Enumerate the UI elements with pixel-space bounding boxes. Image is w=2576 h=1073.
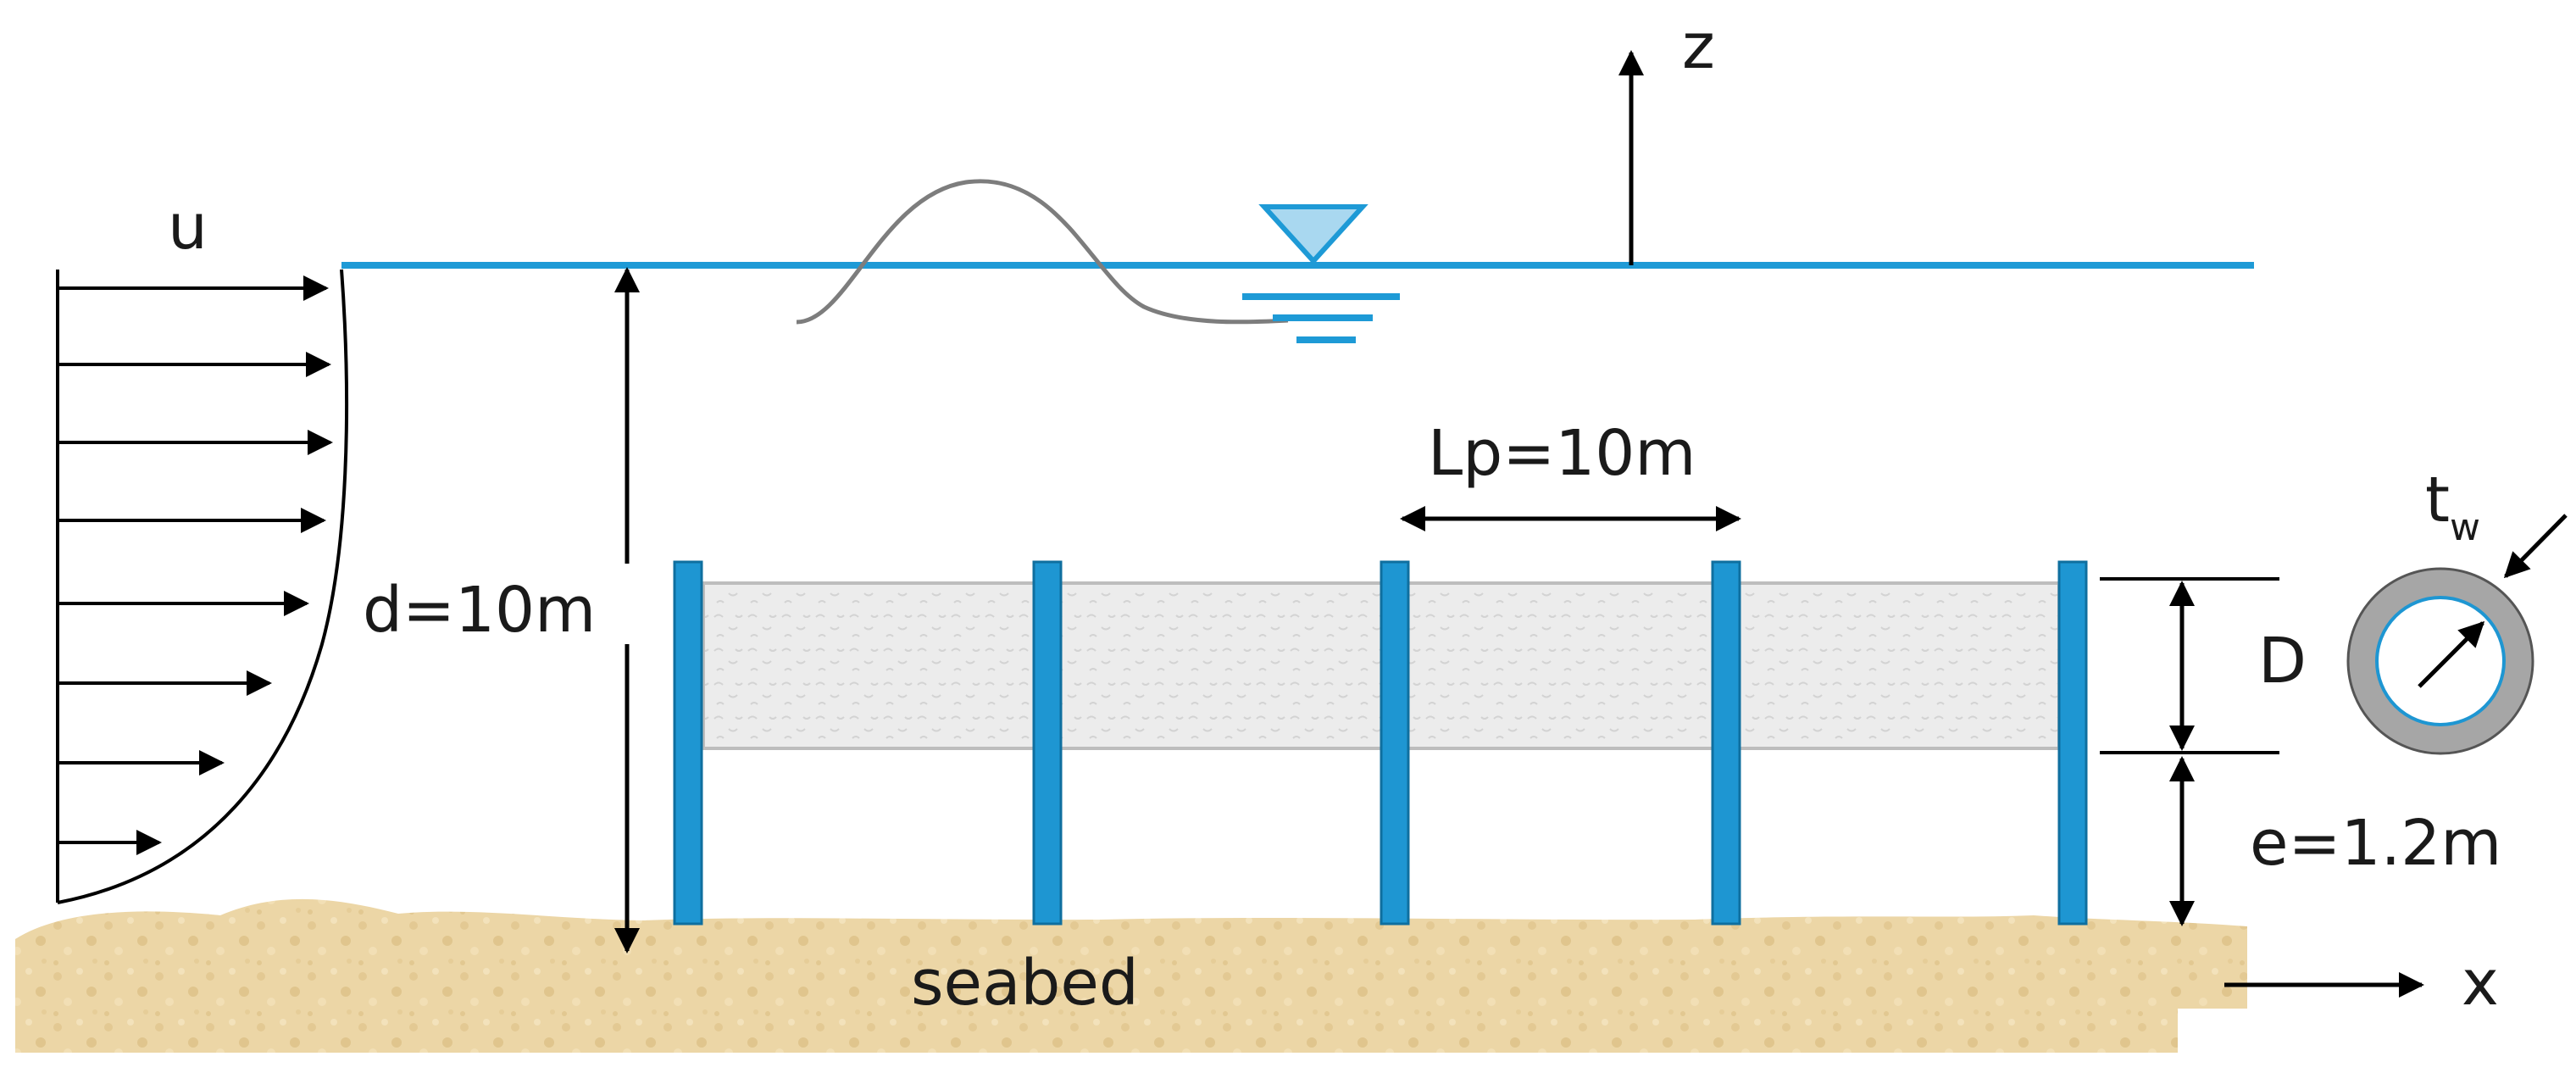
water-surface (341, 179, 2254, 343)
support-pile (1711, 560, 1741, 926)
depth-label-background (354, 564, 642, 644)
pipe-wall-outline-inner (2375, 596, 2506, 726)
wall-thickness-label: tw (2425, 464, 2480, 549)
wall-thickness-arrow (2503, 514, 2568, 579)
velocity-profile: u (56, 191, 349, 904)
seabed-label: seabed (911, 947, 1139, 1020)
gap-label: e=1.2m (2250, 807, 2501, 880)
profile-curve (57, 269, 349, 904)
profile-arrows (58, 275, 333, 855)
water-depth-dimension: d=10m (354, 267, 642, 953)
support-pile (673, 560, 703, 926)
diameter-label: D (2258, 625, 2307, 698)
x-axis-label: x (2462, 947, 2499, 1020)
wave-sine-curve (796, 179, 1289, 325)
seabed-sand (15, 898, 2247, 1053)
pile-spacing-dimension: Lp=10m (1400, 417, 1741, 531)
support-pile (2057, 560, 2088, 926)
diameter-and-gap-dimensions: D e=1.2m (2100, 577, 2501, 926)
support-piles (673, 560, 2088, 926)
pipe-cross-section: tw (2346, 464, 2568, 755)
depth-label: d=10m (363, 574, 596, 647)
radius-arrow (2418, 620, 2485, 688)
coordinate-axes: z x (1618, 10, 2499, 1020)
pipe-wall-outline-outer (2346, 567, 2534, 755)
z-axis-label: z (1682, 10, 1715, 83)
pipe-wall (2348, 569, 2533, 753)
velocity-label: u (168, 191, 208, 264)
support-pile (1380, 560, 1410, 926)
seabed-layer: seabed (15, 898, 2247, 1053)
support-pile (1032, 560, 1063, 926)
still-water-level-triangle-icon (1258, 204, 1368, 265)
pile-spacing-label: Lp=10m (1428, 417, 1696, 490)
